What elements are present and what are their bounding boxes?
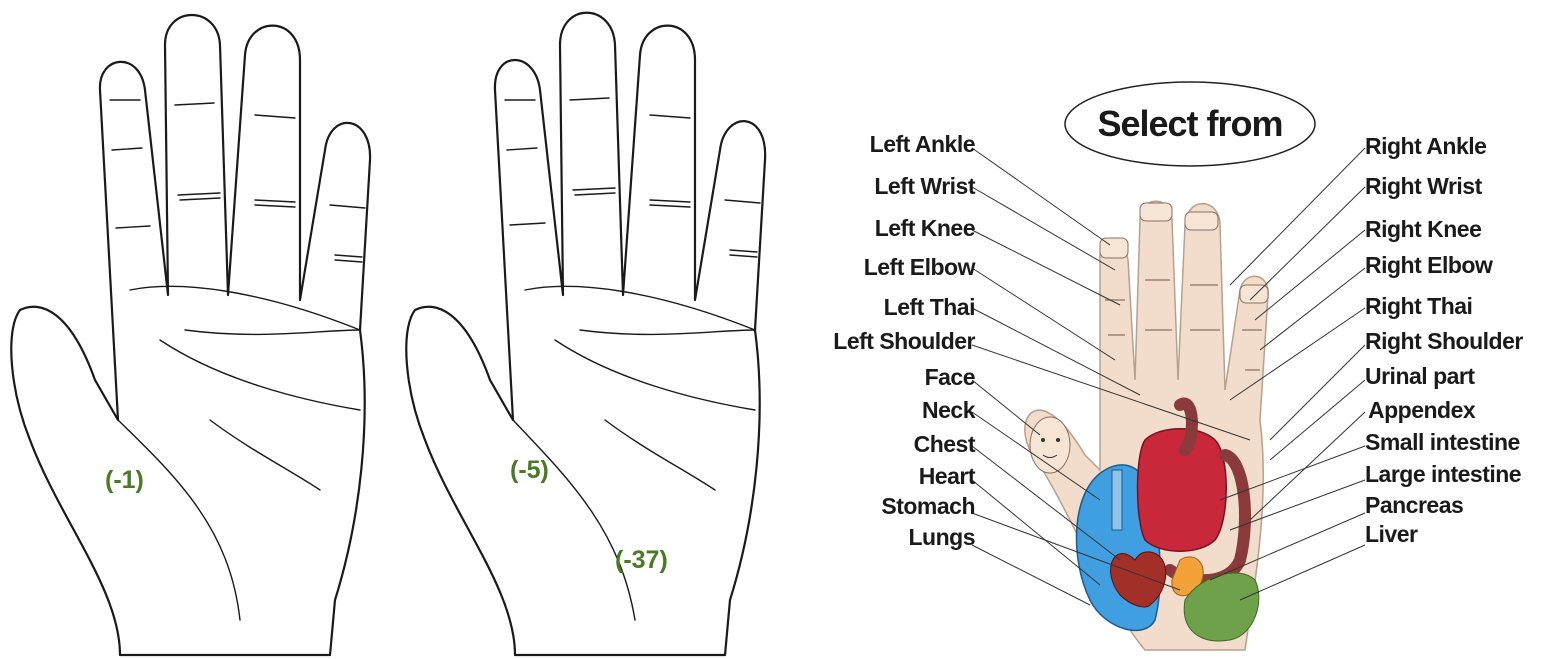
- label-lungs[interactable]: Lungs: [909, 524, 976, 550]
- label-small-intestine[interactable]: Small intestine: [1365, 429, 1520, 455]
- label-liver[interactable]: Liver: [1365, 521, 1418, 547]
- label-right-elbow[interactable]: Right Elbow: [1365, 252, 1493, 278]
- label-large-intestine[interactable]: Large intestine: [1365, 461, 1521, 487]
- label-face[interactable]: Face: [925, 364, 975, 390]
- label-heart[interactable]: Heart: [919, 463, 976, 489]
- reflexology-chart: Select from: [800, 0, 1554, 659]
- label-right-wrist[interactable]: Right Wrist: [1365, 173, 1483, 199]
- toes-icon: [1140, 203, 1172, 221]
- neck-icon: [1112, 470, 1122, 530]
- label-chest[interactable]: Chest: [914, 431, 976, 457]
- right-foot-icon: [1240, 285, 1268, 303]
- label-left-knee[interactable]: Left Knee: [875, 215, 975, 241]
- chart-title: Select from: [1097, 103, 1282, 144]
- label-left-thai[interactable]: Left Thai: [884, 294, 975, 320]
- label-pancreas[interactable]: Pancreas: [1365, 492, 1463, 518]
- palm-outline-2: (-5) (-37): [390, 0, 790, 659]
- label-left-elbow[interactable]: Left Elbow: [864, 254, 976, 280]
- label-left-wrist[interactable]: Left Wrist: [874, 173, 975, 199]
- label-right-knee[interactable]: Right Knee: [1365, 216, 1481, 242]
- marker-hand2-a: (-5): [510, 456, 549, 484]
- marker-hand2-b: (-37): [615, 546, 668, 574]
- palm-drawing-2: (-5) (-37): [390, 0, 790, 659]
- label-right-ankle[interactable]: Right Ankle: [1365, 133, 1486, 159]
- reflexology-svg: Select from: [800, 0, 1554, 659]
- palm-outline-1: (-1): [0, 0, 390, 659]
- face-icon: [1030, 417, 1070, 473]
- toes-icon-2: [1185, 212, 1218, 230]
- label-stomach[interactable]: Stomach: [881, 493, 975, 519]
- label-right-shoulder[interactable]: Right Shoulder: [1365, 328, 1523, 354]
- label-urinal-part[interactable]: Urinal part: [1365, 363, 1475, 389]
- label-appendex[interactable]: Appendex: [1368, 397, 1476, 423]
- palm-drawing-1: (-1): [0, 0, 390, 659]
- label-left-shoulder[interactable]: Left Shoulder: [833, 328, 975, 354]
- label-right-thai[interactable]: Right Thai: [1365, 293, 1472, 319]
- label-neck[interactable]: Neck: [922, 397, 976, 423]
- marker-hand1: (-1): [105, 466, 144, 494]
- label-left-ankle[interactable]: Left Ankle: [870, 131, 975, 157]
